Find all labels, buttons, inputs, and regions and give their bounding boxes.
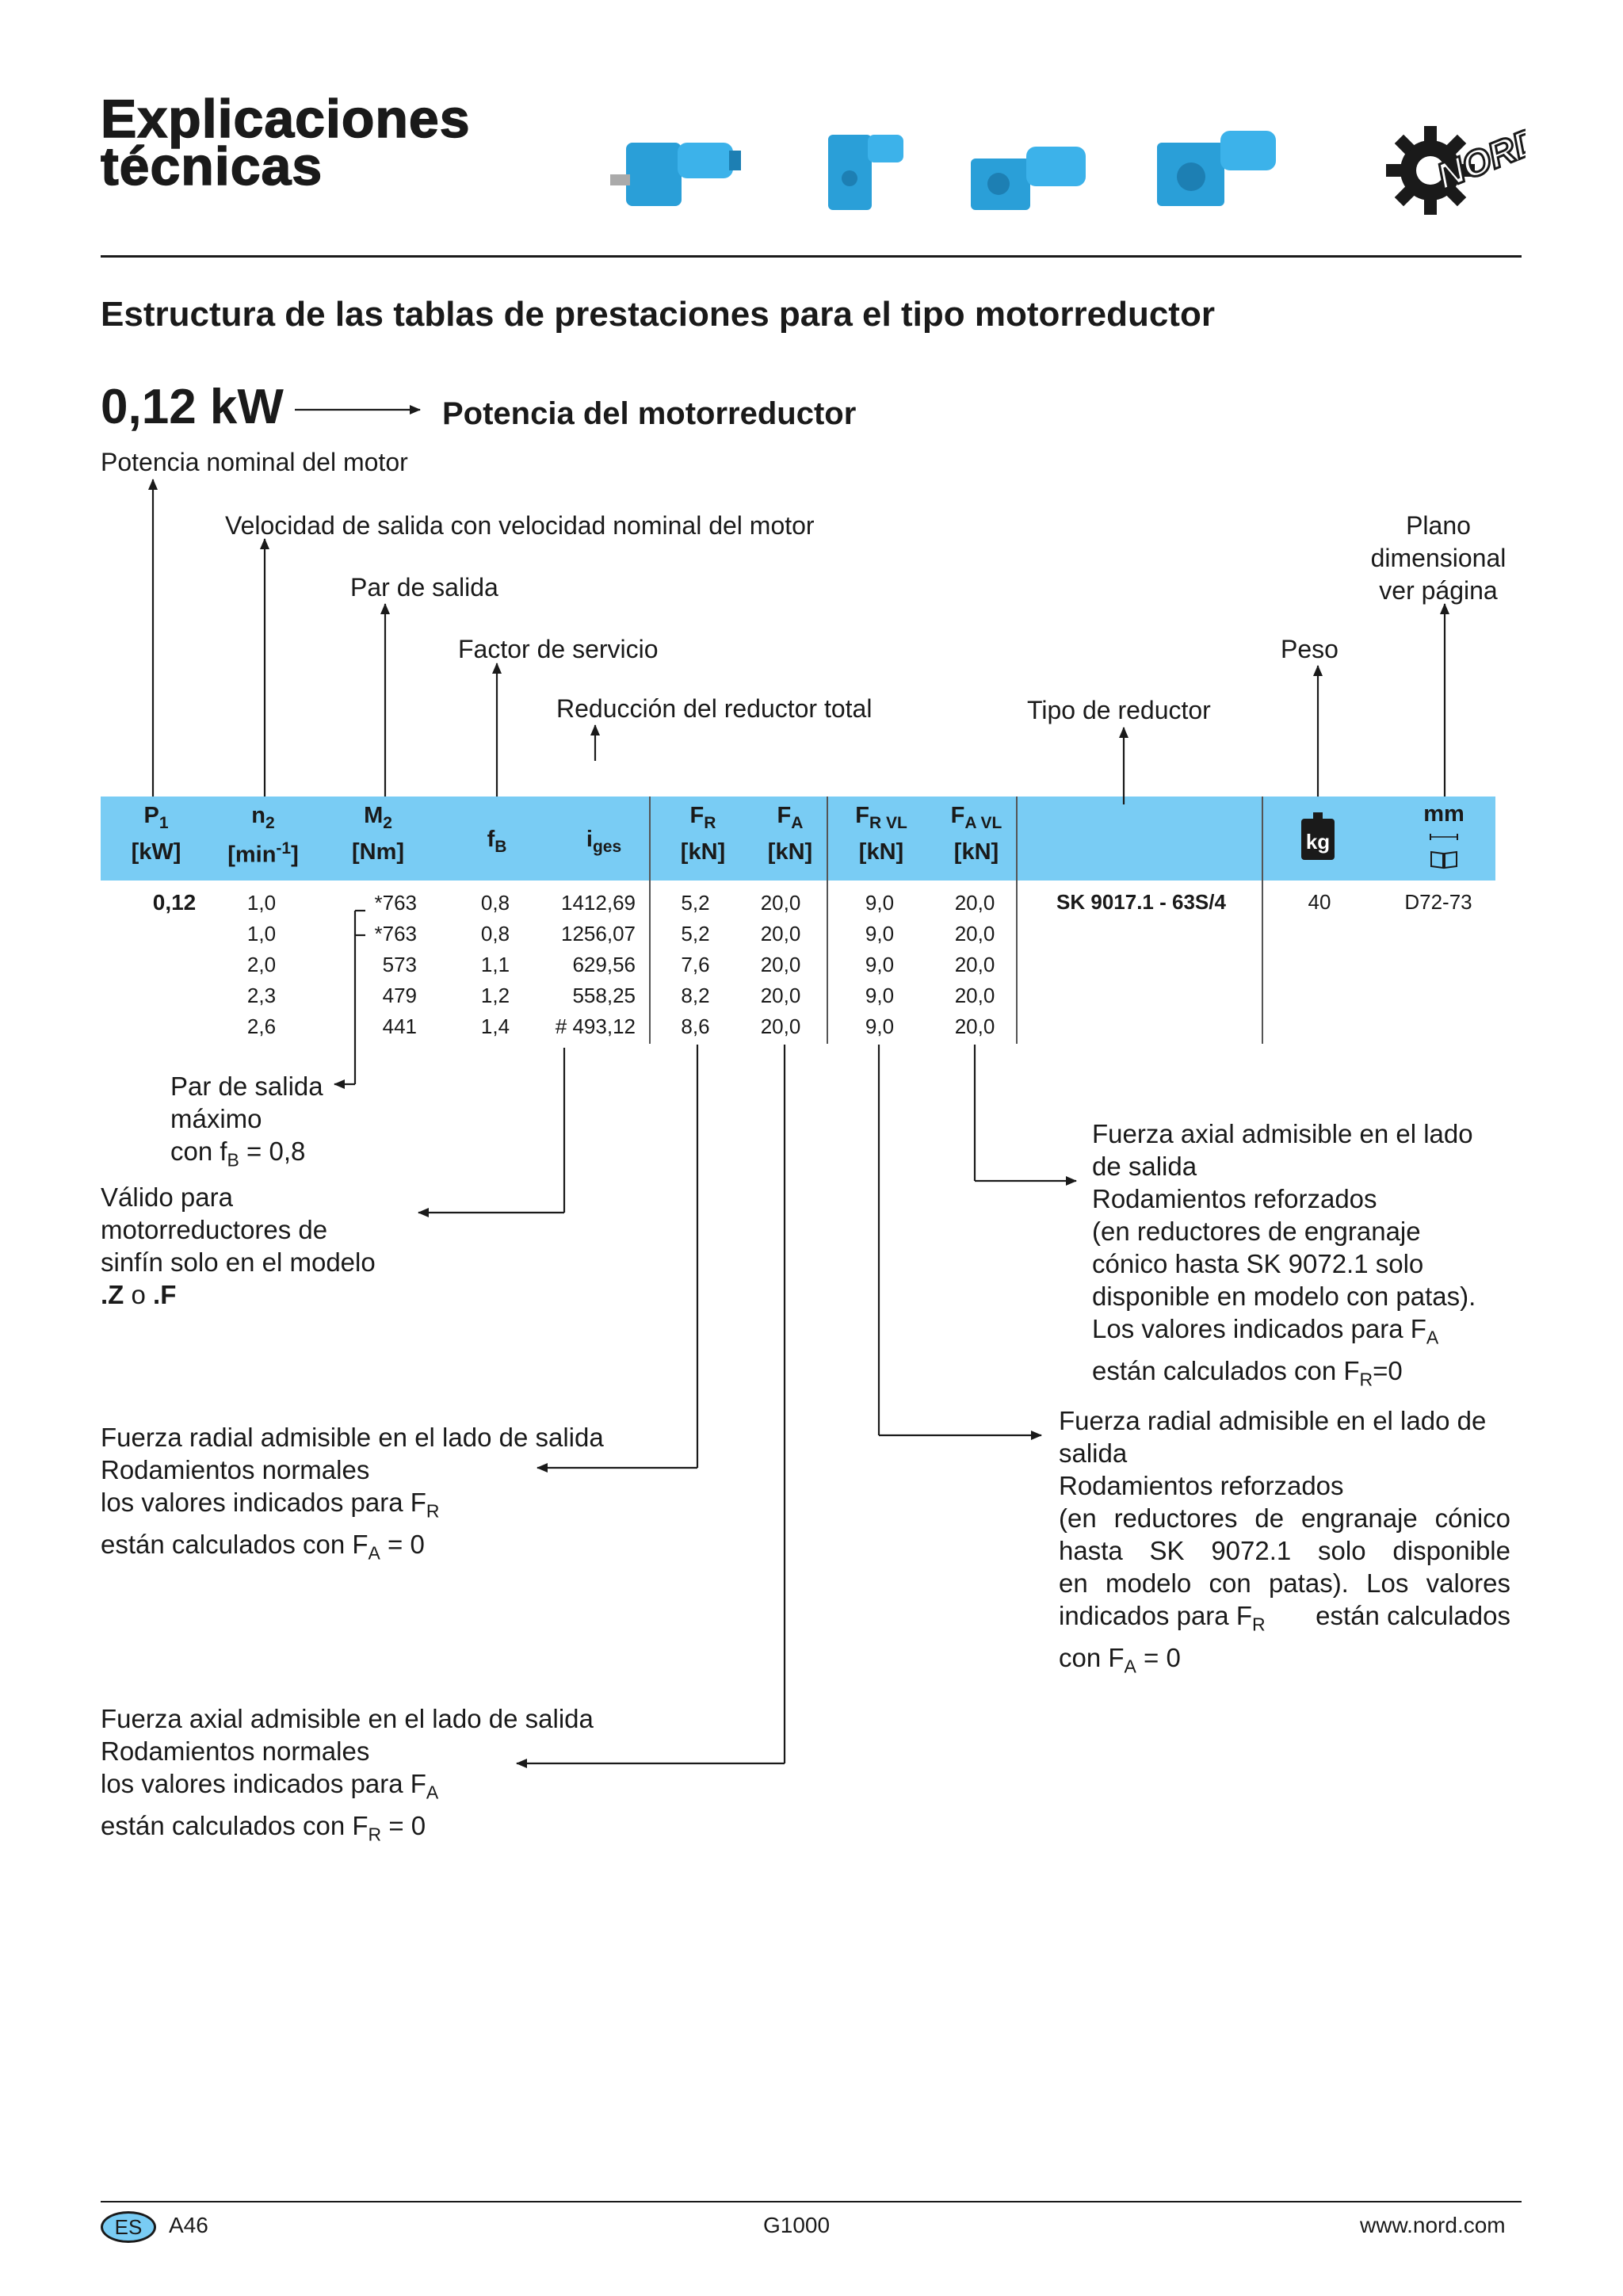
table-cell-frvl: 9,0 — [865, 984, 895, 1007]
table-cell-n2: 1,0 — [246, 891, 277, 915]
table-separator — [649, 797, 651, 1044]
header-iges: iges — [586, 827, 622, 856]
header-rule — [101, 255, 1522, 258]
table-cell-fb: 0,8 — [480, 891, 510, 915]
table-cell-fa: 20,0 — [760, 984, 801, 1007]
cell-gear-type: SK 9017.1 - 63S/4 — [1056, 890, 1226, 914]
power-label: Potencia del motorreductor — [442, 396, 857, 431]
table-cell-frvl: 9,0 — [865, 953, 895, 976]
cell-weight: 40 — [1308, 890, 1331, 914]
table-cell-iges: # 493,12 — [555, 1014, 636, 1038]
label-output-speed: Velocidad de salida con velocidad nomina… — [225, 511, 815, 540]
website-link[interactable]: www.nord.com — [1360, 2213, 1506, 2237]
label-drawing: Plano dimensional ver página — [1370, 511, 1507, 605]
header-n2: n2 [min-1] — [227, 803, 299, 868]
header-fa: FA [kN] — [767, 803, 813, 865]
table-cell-fr: 8,6 — [681, 1014, 710, 1038]
gear-motor-flat-image — [820, 127, 907, 214]
table-cell-m2: *763 — [374, 891, 418, 915]
table-separator — [1016, 797, 1018, 1044]
label-total-ratio: Reducción del reductor total — [556, 694, 873, 723]
table-cell-fr: 5,2 — [681, 891, 710, 915]
book-icon — [1430, 849, 1458, 869]
table-cell-favl: 20,0 — [954, 922, 995, 946]
table-cell-n2: 1,0 — [246, 922, 277, 946]
table-cell-favl: 20,0 — [954, 953, 995, 976]
table-body: 1,0 *763 0,8 1412,69 5,2 20,0 9,0 20,0 1,0 *763 0,… — [0, 891, 1623, 1049]
table-cell-favl: 20,0 — [954, 984, 995, 1007]
label-output-torque: Par de salida — [350, 573, 498, 602]
table-cell-n2: 2,6 — [246, 1014, 277, 1038]
table-cell-frvl: 9,0 — [865, 922, 895, 946]
table-cell-fa: 20,0 — [760, 953, 801, 976]
label-gear-type: Tipo de reductor — [1027, 696, 1211, 724]
header-p1: P1 [kW] — [131, 803, 181, 865]
table-cell-m2: 479 — [382, 984, 417, 1007]
table-cell-m2: *763 — [374, 922, 418, 946]
footer-rule — [101, 2201, 1522, 2202]
header-fb: fB — [487, 827, 507, 856]
table-cell-frvl: 9,0 — [865, 1014, 895, 1038]
table-cell-fb: 1,4 — [480, 1014, 510, 1038]
cell-drawing: D72-73 — [1404, 890, 1472, 914]
dimension-icon — [1430, 831, 1458, 841]
language-badge: ES — [101, 2211, 156, 2243]
note-worm: Válido para motorreductores de sinfín so… — [101, 1182, 376, 1309]
note-radial-reinforced: Fuerza radial admisible en el lado de sa… — [1059, 1406, 1510, 1677]
table-separator — [1262, 797, 1263, 1044]
table-cell-fa: 20,0 — [760, 922, 801, 946]
table-cell-fa: 20,0 — [760, 891, 801, 915]
header-frvl: FR VL [kN] — [855, 803, 907, 865]
header-m2: M2 [Nm] — [351, 803, 405, 865]
header-mm: mm — [1423, 801, 1465, 827]
page-number: A46 — [169, 2213, 208, 2237]
table-cell-frvl: 9,0 — [865, 891, 895, 915]
catalog-code: G1000 — [763, 2213, 831, 2237]
svg-text:kg: kg — [1306, 830, 1330, 854]
weight-icon: kg — [1300, 812, 1336, 868]
label-weight: Peso — [1281, 635, 1338, 663]
header-fr: FR [kN] — [680, 803, 726, 865]
note-axial-normal: Fuerza axial admisible en el lado de sal… — [101, 1704, 594, 1845]
label-service-factor: Factor de servicio — [458, 635, 659, 663]
table-cell-iges: 1412,69 — [561, 891, 636, 915]
table-cell-n2: 2,0 — [246, 953, 277, 976]
table-separator — [827, 797, 828, 1044]
table-cell-favl: 20,0 — [954, 891, 995, 915]
header-favl: FA VL [kN] — [950, 803, 1002, 865]
table-cell-favl: 20,0 — [954, 1014, 995, 1038]
gear-motor-worm-image — [1153, 123, 1280, 214]
cell-p1: 0,12 — [152, 890, 197, 915]
table-cell-m2: 573 — [382, 953, 417, 976]
table-cell-iges: 1256,07 — [561, 922, 636, 946]
table-cell-fb: 1,1 — [480, 953, 510, 976]
label-motor-power: Potencia nominal del motor — [101, 448, 408, 476]
table-cell-fr: 5,2 — [681, 922, 710, 946]
table-cell-fr: 7,6 — [681, 953, 710, 976]
table-cell-fr: 8,2 — [681, 984, 710, 1007]
gear-motor-bevel-image — [967, 135, 1094, 214]
table-cell-iges: 558,25 — [572, 984, 636, 1007]
table-cell-iges: 629,56 — [572, 953, 636, 976]
power-value: 0,12 kW — [101, 380, 284, 434]
table-cell-n2: 2,3 — [246, 984, 277, 1007]
table-cell-fa: 20,0 — [760, 1014, 801, 1038]
note-axial-reinforced: Fuerza axial admisible en el lado de sal… — [1092, 1119, 1476, 1390]
table-cell-fb: 1,2 — [480, 984, 510, 1007]
note-max-torque: Par de salida máximo con fB = 0,8 — [170, 1072, 323, 1171]
table-cell-m2: 441 — [382, 1014, 417, 1038]
note-radial-normal: Fuerza radial admisible en el lado de sa… — [101, 1423, 604, 1564]
section-title: Estructura de las tablas de prestaciones… — [101, 295, 1215, 334]
table-cell-fb: 0,8 — [480, 922, 510, 946]
page-title: Explicaciones técnicas — [100, 89, 471, 197]
gear-motor-helical-image — [610, 127, 745, 214]
